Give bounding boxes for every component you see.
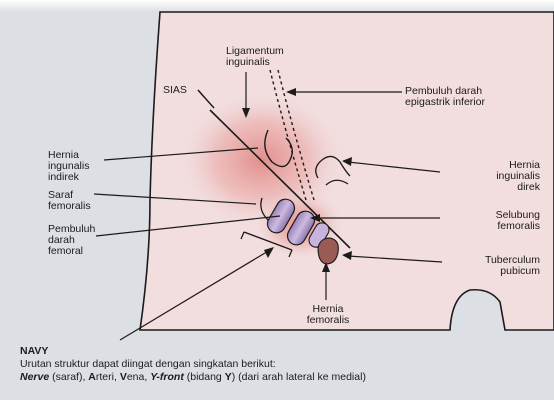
label-line: inguinalis xyxy=(226,57,284,68)
label-line: indirek xyxy=(48,172,89,183)
label-line: epigastrik inferior xyxy=(405,97,485,108)
label-hernia-femoralis: Hernia femoralis xyxy=(300,304,356,326)
caption-term: Nerve xyxy=(20,371,49,383)
label-line: femoralis xyxy=(48,201,91,212)
label-line: pubicum xyxy=(455,266,540,277)
label-pembuluh-darah-femoral: Pembuluh darah femoral xyxy=(48,224,95,257)
label-line: femoralis xyxy=(460,221,540,232)
label-tuberculum-pubicum: Tuberculum pubicum xyxy=(455,255,540,277)
caption-line-1: Urutan struktur dapat diingat dengan sin… xyxy=(20,358,550,371)
caption-term: Y-front xyxy=(150,371,184,383)
label-hernia-ingunalis-indirek: Hernia ingunalis indirek xyxy=(48,150,89,183)
label-pembuluh-darah: Pembuluh darah epigastrik inferior xyxy=(405,86,485,108)
label-selubung-femoralis: Selubung femoralis xyxy=(460,210,540,232)
label-sias: SIAS xyxy=(163,85,187,96)
caption-term: A xyxy=(88,371,96,383)
caption-text: (bidang xyxy=(184,371,225,383)
caption-text: ena, xyxy=(127,371,150,383)
caption-title: NAVY xyxy=(20,345,550,358)
label-line: direk xyxy=(470,182,540,193)
caption-text: ) (dari arah lateral ke medial) xyxy=(232,371,366,383)
label-line: femoralis xyxy=(300,315,356,326)
label-hernia-inguinalis-direk: Hernia inguinalis direk xyxy=(470,160,540,193)
caption-text: (saraf), xyxy=(49,371,88,383)
label-saraf-femoralis: Saraf femoralis xyxy=(48,190,91,212)
label-line: femoral xyxy=(48,246,95,257)
caption-term: V xyxy=(120,371,127,383)
caption-text: rteri, xyxy=(96,371,120,383)
caption: NAVY Urutan struktur dapat diingat denga… xyxy=(20,345,550,384)
caption-term: Y xyxy=(225,371,232,383)
label-ligamentum-inguinalis: Ligamentum inguinalis xyxy=(226,46,284,68)
femoral-hernia-blob xyxy=(318,238,338,264)
caption-line-2: Nerve (saraf), Arteri, Vena, Y-front (bi… xyxy=(20,371,550,384)
